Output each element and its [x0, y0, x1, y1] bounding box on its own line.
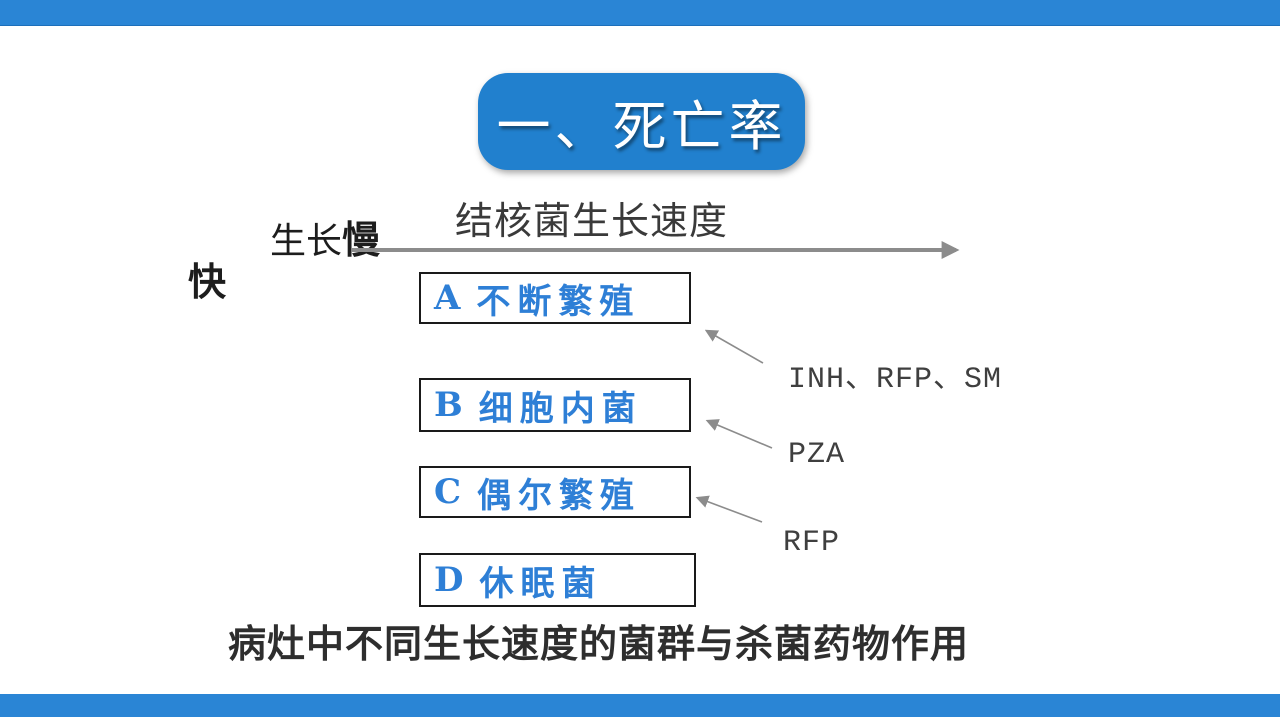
box-a-letter: A [434, 278, 461, 318]
bacteria-box-a: A 不断繁殖 [419, 272, 691, 324]
pza-arrow [705, 419, 773, 449]
slide-caption: 病灶中不同生长速度的菌群与杀菌药物作用 [228, 621, 970, 666]
slide-title-banner: 一、死亡率 [478, 73, 805, 170]
inh-rfp-sm-arrow [704, 329, 764, 364]
drug-label-pza: PZA [788, 438, 846, 472]
bacteria-box-b: B 细胞内菌 [419, 378, 691, 432]
bacteria-box-d: D 休眠菌 [419, 553, 696, 607]
box-d-label: 休眠菌 [479, 563, 603, 604]
box-d-letter: D [434, 560, 464, 600]
slide-title: 一、死亡率 [496, 95, 787, 158]
box-c-label: 偶尔繁殖 [477, 475, 642, 516]
rfp-arrow [695, 495, 763, 523]
box-a-label: 不断繁殖 [476, 281, 641, 322]
box-b-letter: B [434, 385, 463, 425]
drug-label-rfp: RFP [783, 526, 841, 560]
box-c-letter: C [434, 472, 462, 512]
growth-slow-prefix: 生长 [270, 221, 343, 262]
bottom-accent-bar [0, 694, 1280, 717]
growth-fast-label: 快 [188, 260, 227, 304]
growth-slow-emphasis: 慢 [342, 218, 381, 262]
growth-axis-title: 结核菌生长速度 [455, 199, 729, 243]
bacteria-box-c: C 偶尔繁殖 [419, 466, 691, 518]
growth-slow-label: 生长慢 [270, 209, 380, 264]
box-b-label: 细胞内菌 [478, 388, 643, 429]
top-accent-bar [0, 0, 1280, 26]
drug-label-inh-rfp-sm: INH、RFP、SM [788, 363, 1003, 397]
